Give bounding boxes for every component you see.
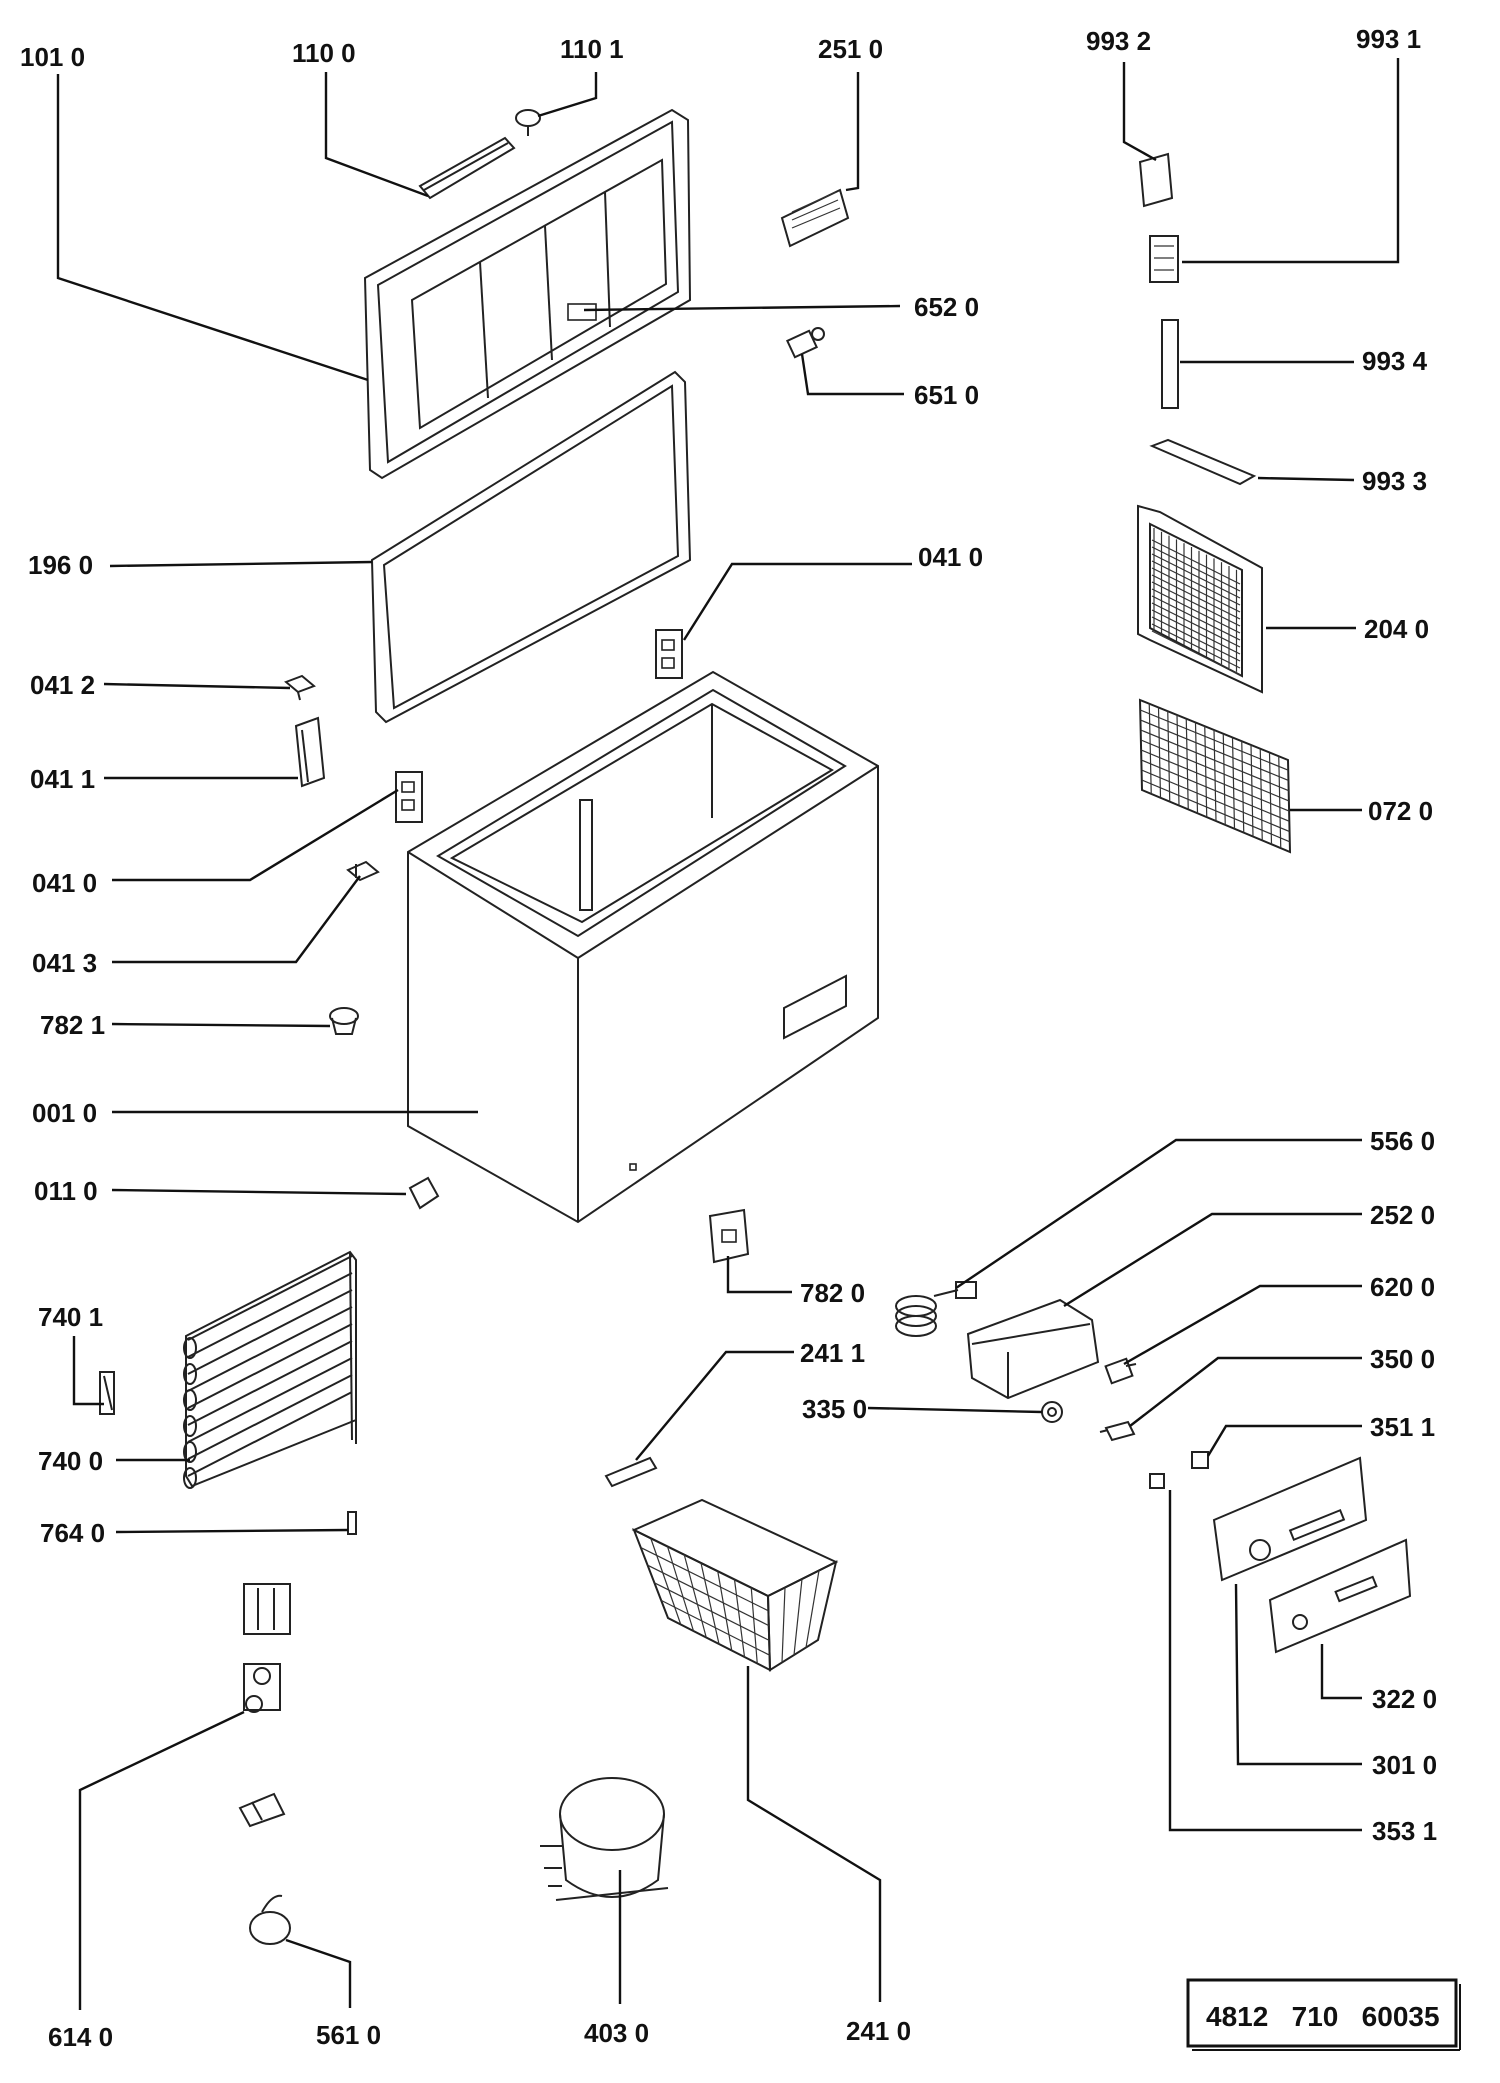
- leader-lines: [56, 58, 1400, 2010]
- panel-insert-part: [1268, 1538, 1412, 1654]
- label-620-0: 620 0: [1370, 1272, 1435, 1302]
- control-panel-part: [1212, 1456, 1368, 1582]
- cabinet-part: [407, 670, 879, 1224]
- document-number-box: 4812 710 60035: [1186, 1978, 1461, 2051]
- document-number: 4812 710 60035: [1206, 2001, 1440, 2032]
- lamp-part: [785, 327, 825, 359]
- hinge-left-part: [395, 771, 423, 823]
- label-041-2: 041 2: [30, 670, 95, 700]
- condenser-part: [183, 1250, 357, 1489]
- label-241-0: 241 0: [846, 2016, 911, 2046]
- lid-knob-part: [515, 109, 541, 136]
- label-251-0: 251 0: [818, 34, 883, 64]
- label-993-3: 993 3: [1362, 466, 1427, 496]
- condenser-clip-part: [99, 1371, 115, 1415]
- label-764-0: 764 0: [40, 1518, 105, 1548]
- starter-relay-part: [243, 1663, 281, 1713]
- hinge-screw-part: [346, 860, 380, 882]
- label-403-0: 403 0: [584, 2018, 649, 2048]
- bracket-part: [408, 1176, 440, 1210]
- vent-bar-part: [1149, 438, 1257, 486]
- label-351-1: 351 1: [1370, 1412, 1435, 1442]
- lamp-lens-part: [1149, 1473, 1165, 1489]
- thermostat-coil-part: [895, 1281, 977, 1337]
- handle-strip-part: [418, 136, 516, 200]
- lid-gasket-part: [370, 370, 692, 724]
- label-196-0: 196 0: [28, 550, 93, 580]
- lamp-holder-part: [1191, 1451, 1209, 1469]
- hinge-cover-part: [294, 716, 326, 788]
- label-740-0: 740 0: [38, 1446, 103, 1476]
- vent-grille-part: [1137, 504, 1263, 694]
- label-301-0: 301 0: [1372, 1750, 1437, 1780]
- lid-part: [363, 108, 692, 480]
- label-651-0: 651 0: [914, 380, 979, 410]
- vent-strip-part: [1161, 319, 1179, 409]
- basket-handle-part: [604, 1456, 658, 1488]
- label-993-1: 993 1: [1356, 24, 1421, 54]
- label-041-1: 041 1: [30, 764, 95, 794]
- switch-part: [1104, 1357, 1137, 1385]
- label-241-1: 241 1: [800, 1338, 865, 1368]
- bracket-plate-part: [1138, 152, 1174, 208]
- label-110-0: 110 0: [292, 38, 356, 68]
- thermostat-knob-part: [1041, 1401, 1063, 1423]
- label-993-4: 993 4: [1362, 346, 1428, 376]
- hinge-clip-part: [284, 674, 316, 701]
- relay-part: [243, 1583, 291, 1635]
- compressor-part: [540, 1777, 669, 1901]
- capacitor-part: [249, 1894, 291, 1945]
- wire-basket-part: [631, 1498, 839, 1672]
- label-353-1: 353 1: [1372, 1816, 1437, 1846]
- grille-clip-part: [1149, 235, 1179, 283]
- label-322-0: 322 0: [1372, 1684, 1437, 1714]
- label-782-0: 782 0: [800, 1278, 865, 1308]
- lamp-cover-part: [780, 188, 850, 248]
- label-001-0: 001 0: [32, 1098, 97, 1128]
- label-110-1: 110 1: [560, 34, 624, 64]
- control-housing-part: [966, 1298, 1100, 1400]
- clamp-part: [238, 1792, 286, 1828]
- label-993-2: 993 2: [1086, 26, 1151, 56]
- label-614-0: 614 0: [48, 2022, 113, 2052]
- label-561-0: 561 0: [316, 2020, 381, 2050]
- label-204-0: 204 0: [1364, 614, 1429, 644]
- pin-part: [347, 1511, 357, 1535]
- label-556-0: 556 0: [1370, 1126, 1435, 1156]
- label-011-0: 011 0: [34, 1176, 98, 1206]
- label-782-1: 782 1: [40, 1010, 105, 1040]
- thermostat-cover-part: [708, 1208, 750, 1264]
- label-072-0: 072 0: [1368, 796, 1433, 826]
- hinge-part: [655, 629, 683, 679]
- rear-grille-part: [1138, 698, 1292, 854]
- indicator-lamp-part: [1099, 1420, 1136, 1442]
- label-252-0: 252 0: [1370, 1200, 1435, 1230]
- label-350-0: 350 0: [1370, 1344, 1435, 1374]
- part-labels: 101 0 110 0 110 1 251 0 993 2 993 1 652 …: [20, 24, 1437, 2052]
- label-101-0: 101 0: [20, 42, 85, 72]
- foot-part: [329, 1007, 359, 1035]
- label-041-3: 041 3: [32, 948, 97, 978]
- label-335-0: 335 0: [802, 1394, 867, 1424]
- label-652-0: 652 0: [914, 292, 979, 322]
- label-740-1: 740 1: [38, 1302, 103, 1332]
- label-041-0-top: 041 0: [918, 542, 983, 572]
- label-041-0-left: 041 0: [32, 868, 97, 898]
